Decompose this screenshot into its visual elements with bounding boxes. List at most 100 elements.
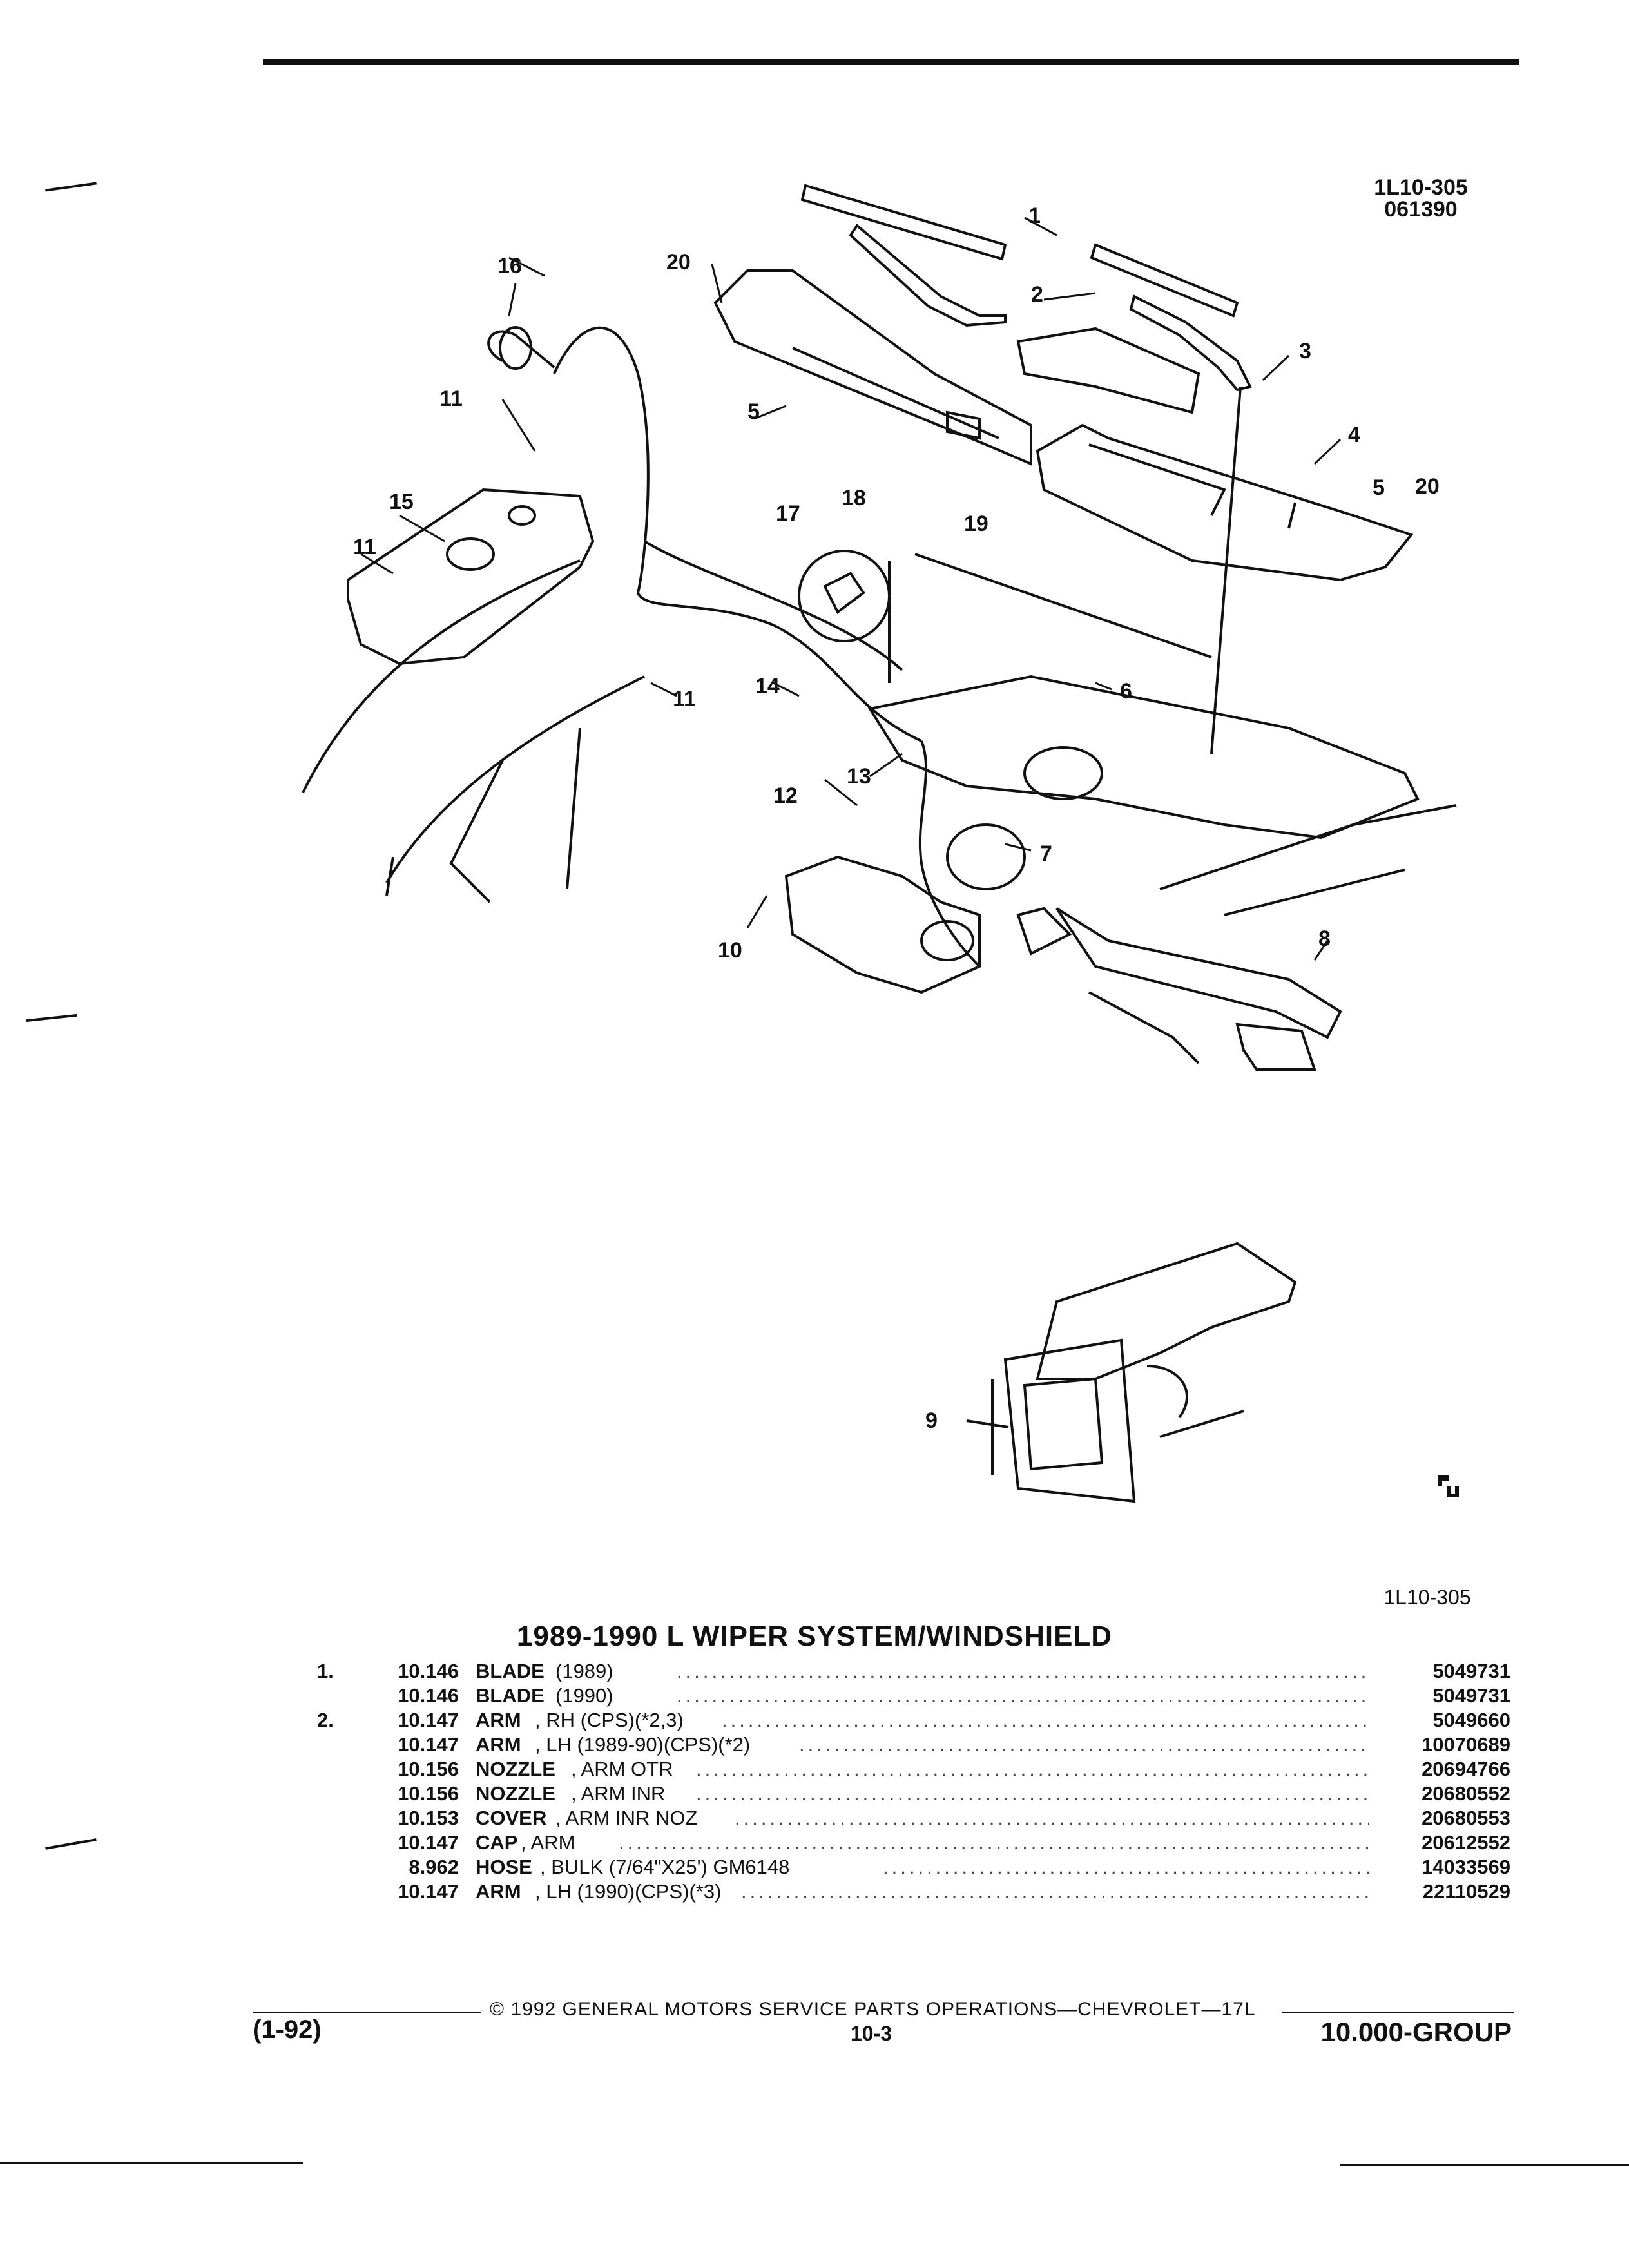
row-code: 8.962	[409, 1856, 459, 1878]
callout-10: 10	[718, 938, 742, 963]
row-part-number: 5049660	[1432, 1709, 1510, 1731]
row-name: NOZZLE	[476, 1782, 555, 1805]
gm-logo-icon	[1436, 1473, 1463, 1499]
callout-9: 9	[925, 1408, 938, 1433]
row-name: HOSE	[476, 1856, 532, 1878]
row-desc: , ARM INR	[571, 1782, 666, 1805]
row-name: ARM	[476, 1733, 521, 1756]
row-part-number: 10070689	[1422, 1733, 1510, 1756]
callout-16: 16	[497, 254, 522, 278]
washer-reservoir	[347, 488, 595, 666]
footer-rule-right	[1282, 2012, 1514, 2013]
footer-copyright: © 1992 GENERAL MOTORS SERVICE PARTS OPER…	[490, 1999, 1256, 2020]
row-code: 10.153	[398, 1807, 459, 1829]
row-code: 10.147	[398, 1709, 459, 1731]
dot-leader: ........................................…	[735, 1807, 1369, 1829]
row-name: CAP	[476, 1831, 518, 1854]
row-name: ARM	[476, 1709, 521, 1731]
row-code: 10.146	[398, 1660, 459, 1682]
callout-6: 6	[1120, 679, 1132, 704]
figure-code-bottom: 1L10-305	[1383, 1586, 1471, 1609]
row-desc: (1989)	[555, 1660, 613, 1682]
callout-2: 2	[1031, 282, 1043, 307]
row-desc: , LH (1989-90)(CPS)(*2)	[535, 1733, 751, 1756]
row-part-number: 5049731	[1432, 1684, 1510, 1707]
cowl-panel-left	[713, 269, 1032, 466]
footer-group: 10.000-GROUP	[1320, 2017, 1512, 2047]
row-part-number: 20612552	[1422, 1831, 1510, 1854]
callout-13: 13	[847, 764, 871, 789]
callout-8: 8	[1318, 927, 1331, 951]
callout-20-top: 20	[666, 250, 691, 274]
parts-row: 10.147 ARM , LH (1989-90)(CPS)(*2) .....…	[0, 1733, 1629, 1758]
row-desc: , ARM	[521, 1831, 575, 1854]
row-part-number: 22110529	[1422, 1880, 1510, 1903]
parts-row: 10.146 BLADE (1990) ....................…	[0, 1684, 1629, 1709]
figure-date-code: 061390	[1384, 197, 1458, 222]
callout-17: 17	[776, 501, 800, 526]
dot-leader: ........................................…	[799, 1733, 1369, 1756]
header-rule	[263, 59, 1519, 65]
callout-7: 7	[1040, 841, 1052, 866]
footer-page-number: 10-3	[851, 2022, 892, 2045]
row-code: 10.146	[398, 1684, 459, 1707]
callout-4: 4	[1348, 423, 1360, 447]
dot-leader: ........................................…	[741, 1880, 1369, 1903]
row-desc: , ARM OTR	[571, 1758, 673, 1780]
row-code: 10.147	[398, 1733, 459, 1756]
dot-leader: ........................................…	[677, 1684, 1369, 1707]
row-name: COVER	[476, 1807, 547, 1829]
callout-20-right: 20	[1415, 474, 1440, 499]
dot-leader: ........................................…	[883, 1856, 1369, 1878]
callout-11-left: 11	[353, 535, 376, 559]
callout-1: 1	[1028, 204, 1041, 228]
row-desc: , LH (1990)(CPS)(*3)	[535, 1880, 722, 1903]
parts-row: 1. 10.146 BLADE (1989) .................…	[0, 1660, 1629, 1684]
row-name: BLADE	[476, 1684, 545, 1707]
row-code: 10.156	[398, 1758, 459, 1780]
callout-18: 18	[842, 486, 866, 510]
row-name: ARM	[476, 1880, 521, 1903]
figure-code: 1L10-305	[1374, 175, 1468, 200]
parts-row: 2. 10.147 ARM , RH (CPS)(*2,3) .........…	[0, 1709, 1629, 1733]
dot-leader: ........................................…	[722, 1709, 1369, 1731]
wiper-arm-left	[849, 224, 1007, 327]
row-desc: (1990)	[555, 1684, 613, 1707]
parts-row: 8.962 HOSE , BULK (7/64"X25') GM6148 ...…	[0, 1856, 1629, 1880]
section-title: 1989-1990 L WIPER SYSTEM/WINDSHIELD	[516, 1620, 1113, 1652]
row-index: 2.	[317, 1709, 334, 1731]
callout-3: 3	[1299, 339, 1311, 363]
wiper-blade-right	[1090, 243, 1239, 318]
callout-5-left: 5	[747, 399, 760, 424]
row-name: NOZZLE	[476, 1758, 555, 1780]
row-part-number: 20680553	[1422, 1807, 1510, 1829]
wiper-linkage	[1055, 907, 1342, 1039]
dot-leader: ........................................…	[696, 1758, 1369, 1780]
row-index: 1.	[317, 1660, 334, 1682]
washer-hose	[553, 326, 922, 742]
dot-leader: ........................................…	[619, 1831, 1369, 1854]
callout-11-top: 11	[439, 387, 463, 411]
row-code: 10.147	[398, 1831, 459, 1854]
row-code: 10.156	[398, 1782, 459, 1805]
row-desc: , RH (CPS)(*2,3)	[535, 1709, 684, 1731]
detail-inset	[798, 550, 891, 642]
row-part-number: 14033569	[1422, 1856, 1510, 1878]
parts-row: 10.147 CAP , ARM .......................…	[0, 1831, 1629, 1856]
callout-15: 15	[389, 490, 414, 514]
parts-row: 10.147 ARM , LH (1990)(CPS)(*3) ........…	[0, 1880, 1629, 1905]
dot-leader: ........................................…	[677, 1660, 1369, 1682]
footer-date: (1-92)	[253, 2015, 322, 2044]
footer-rule-left	[253, 2012, 481, 2013]
row-desc: , BULK (7/64"X25') GM6148	[540, 1856, 790, 1878]
detail-view-9	[966, 1242, 1297, 1503]
row-part-number: 20694766	[1422, 1758, 1510, 1780]
row-name: BLADE	[476, 1660, 545, 1682]
bottom-edge-line-left	[0, 2162, 303, 2164]
callout-12: 12	[773, 783, 798, 808]
wiper-system-diagram	[302, 184, 1457, 1503]
row-part-number: 5049731	[1432, 1660, 1510, 1682]
callout-11-mid: 11	[673, 687, 696, 711]
callout-14: 14	[755, 674, 780, 698]
parts-row: 10.156 NOZZLE , ARM INR ................…	[0, 1782, 1629, 1807]
